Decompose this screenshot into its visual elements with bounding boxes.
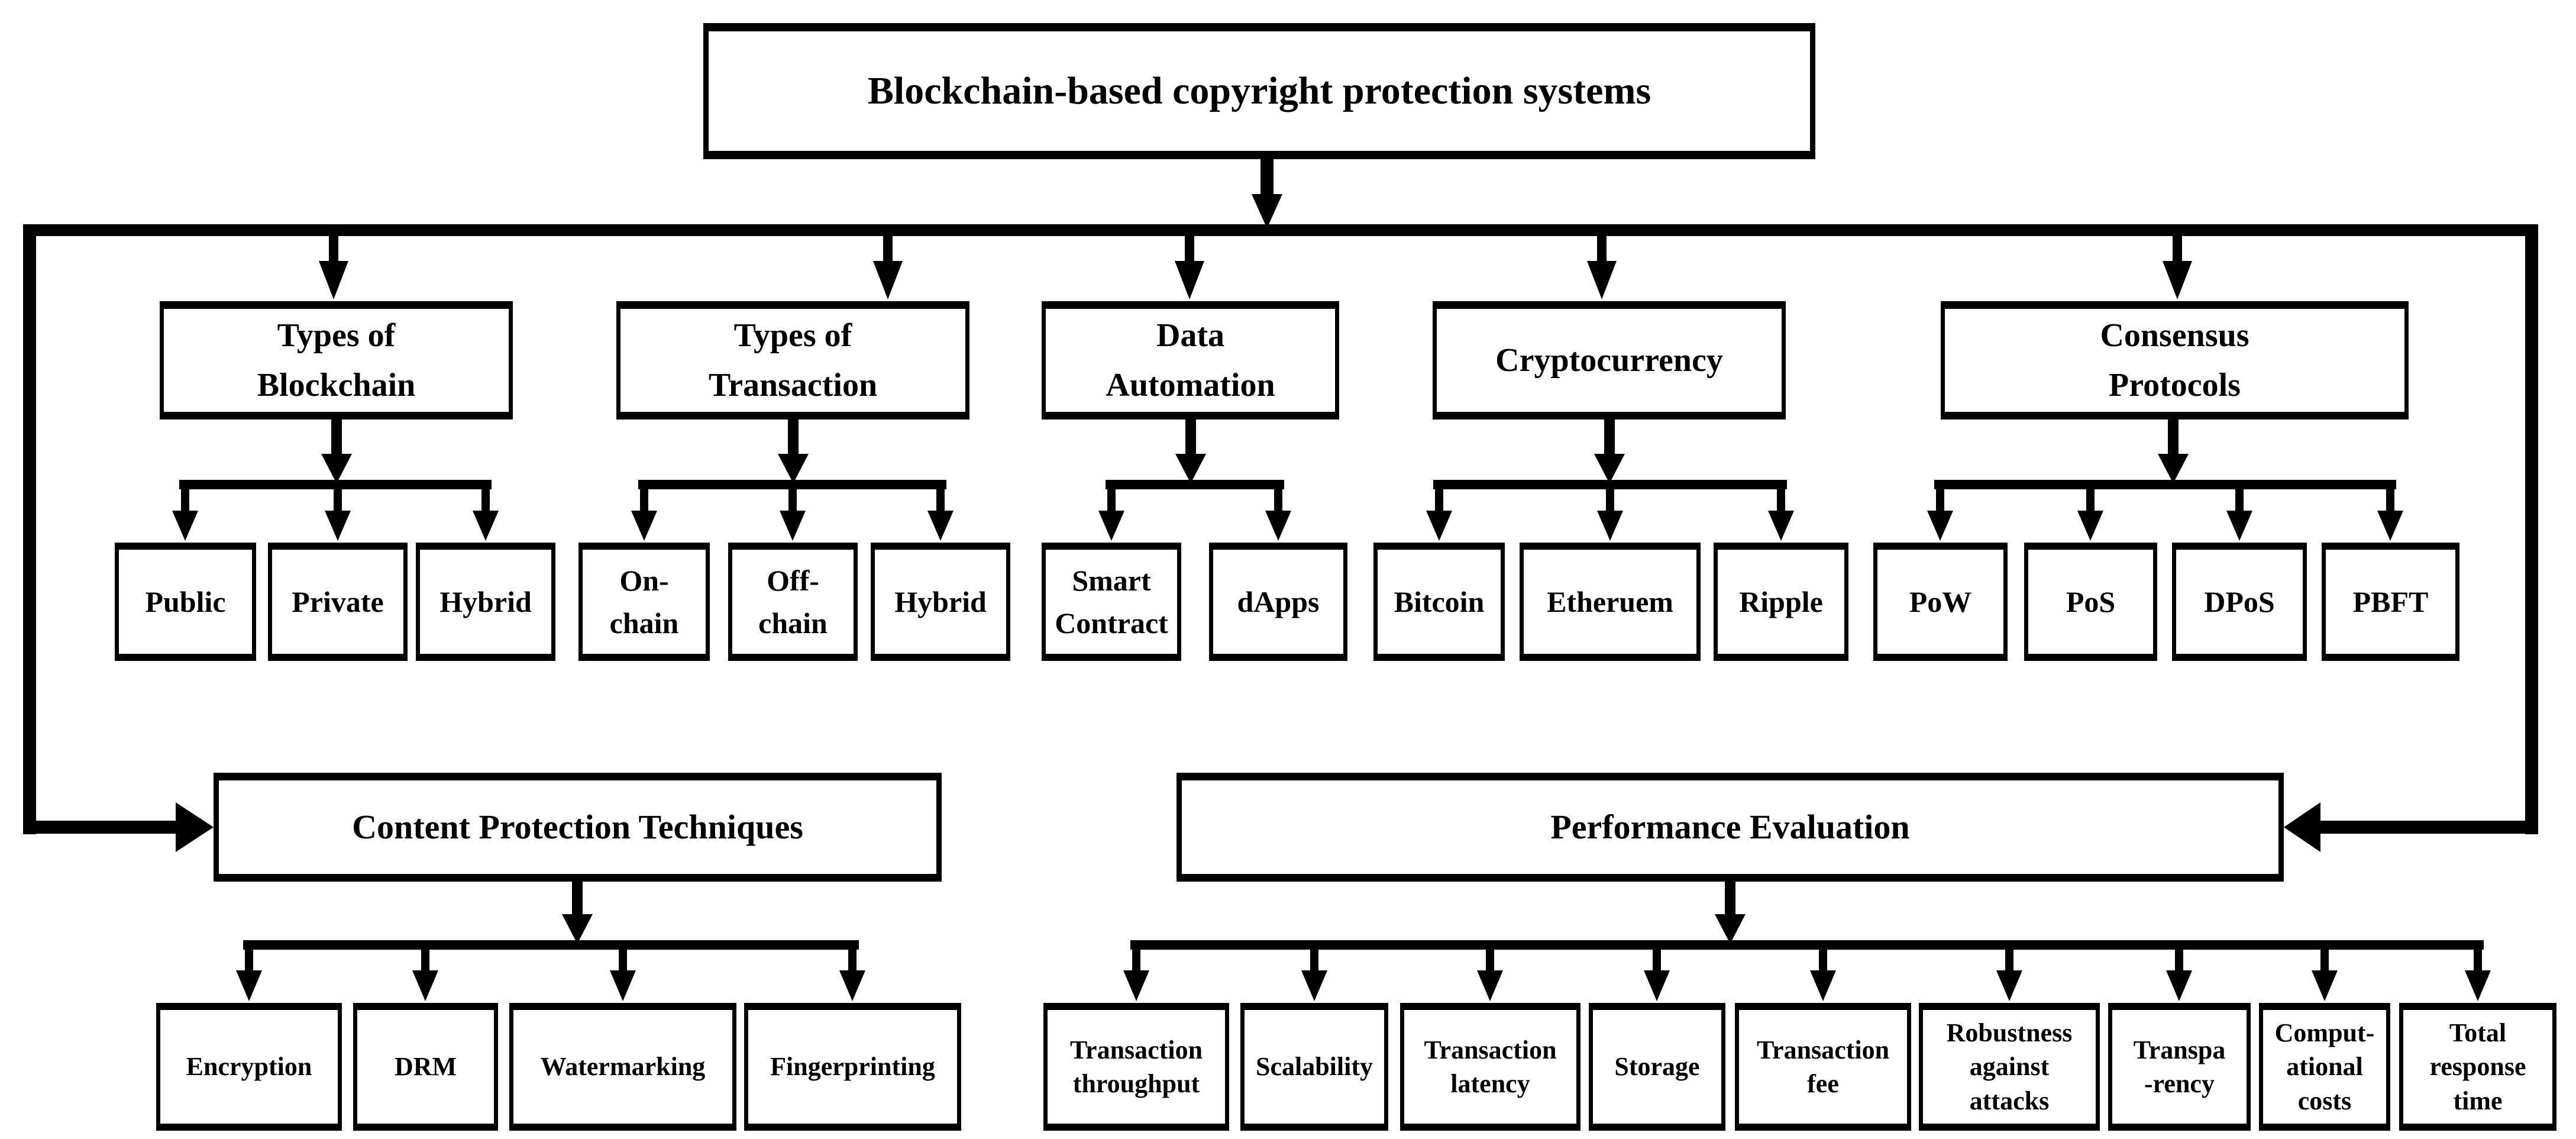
node-hybrid-blockchain: Hybrid (416, 543, 555, 661)
node-fingerprinting: Fingerprinting (744, 1003, 961, 1131)
node-dpos: DPoS (2172, 543, 2307, 661)
node-computational-costs: Comput- ational costs (2259, 1003, 2390, 1131)
node-root: Blockchain-based copyright protection sy… (703, 23, 1815, 159)
node-encryption: Encryption (156, 1003, 342, 1131)
node-bitcoin: Bitcoin (1373, 543, 1505, 661)
node-scalability: Scalability (1240, 1003, 1388, 1131)
node-private: Private (268, 543, 408, 661)
node-data-automation: Data Automation (1042, 301, 1339, 420)
node-total-response-time: Total response time (2399, 1003, 2556, 1131)
node-etheruem: Etheruem (1520, 543, 1701, 661)
node-transaction-latency: Transaction latency (1400, 1003, 1580, 1131)
node-performance-evaluation: Performance Evaluation (1177, 773, 2284, 882)
node-transparency: Transpa -rency (2108, 1003, 2251, 1131)
node-ripple: Ripple (1714, 543, 1848, 661)
node-public: Public (115, 543, 256, 661)
node-consensus-protocols: Consensus Protocols (1941, 301, 2409, 420)
node-types-of-blockchain: Types of Blockchain (160, 301, 513, 420)
node-transaction-throughput: Transaction throughput (1043, 1003, 1229, 1131)
node-pbft: PBFT (2322, 543, 2459, 661)
node-pos: PoS (2024, 543, 2157, 661)
node-pow: PoW (1873, 543, 2008, 661)
node-cryptocurrency: Cryptocurrency (1433, 301, 1786, 420)
node-drm: DRM (353, 1003, 498, 1131)
node-hybrid-transaction: Hybrid (871, 543, 1010, 661)
node-types-of-transaction: Types of Transaction (616, 301, 969, 420)
node-watermarking: Watermarking (509, 1003, 736, 1131)
node-on-chain: On- chain (578, 543, 710, 661)
node-transaction-fee: Transaction fee (1735, 1003, 1911, 1131)
node-robustness-against-attacks: Robustness against attacks (1919, 1003, 2100, 1131)
node-off-chain: Off- chain (728, 543, 858, 661)
node-smart-contract: Smart Contract (1042, 543, 1181, 661)
node-content-protection-techniques: Content Protection Techniques (214, 773, 942, 882)
node-storage: Storage (1589, 1003, 1725, 1131)
node-dapps: dApps (1209, 543, 1347, 661)
